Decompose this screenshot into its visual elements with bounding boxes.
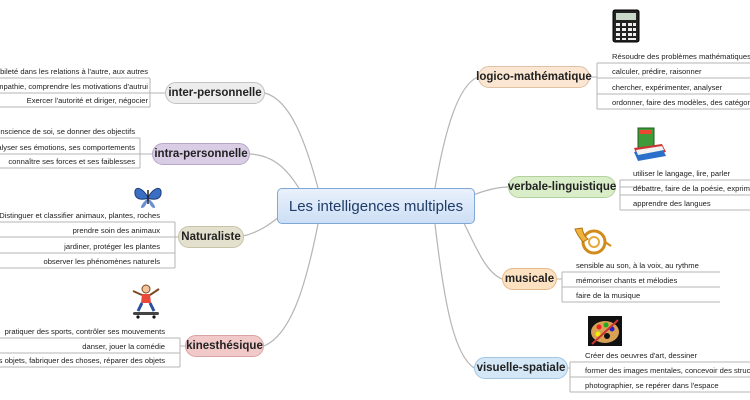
leaf-verbale-1[interactable]: utiliser le langage, lire, parler (633, 169, 731, 178)
books-icon (634, 127, 666, 161)
leaf-visuelle-3[interactable]: photographier, se repérer dans l'espace (585, 381, 719, 390)
topic-musicale[interactable]: musicale (502, 268, 557, 290)
french-horn-icon (574, 227, 612, 255)
topic-naturaliste[interactable]: Naturaliste (178, 226, 244, 248)
topic-kinesthesique[interactable]: kinesthésique (185, 335, 264, 357)
topic-intra-personnelle[interactable]: intra-personnelle (152, 143, 250, 165)
leaf-intra-2[interactable]: analyser ses émotions, ses comportements (0, 143, 135, 152)
leaf-inter-2[interactable]: Empathie, comprendre les motivations d'a… (0, 82, 148, 91)
central-topic[interactable]: Les intelligences multiples (277, 188, 475, 224)
link-kinesthesique (263, 223, 319, 347)
leaf-musicale-2[interactable]: mémoriser chants et mélodies (576, 276, 678, 285)
leaf-logico-1[interactable]: Résoudre des problèmes mathématiques (612, 52, 750, 61)
leaf-naturaliste-1[interactable]: Distinguer et classifier animaux, plante… (0, 211, 160, 220)
link-visuelle (434, 223, 475, 369)
skateboarder-icon (132, 284, 160, 319)
link-intra (249, 153, 301, 191)
leaf-naturaliste-2[interactable]: prendre soin des animaux (72, 226, 160, 235)
paint-palette-icon (588, 316, 622, 346)
leaf-verbale-2[interactable]: débattre, faire de la poésie, exprimer c (633, 184, 750, 193)
leaf-musicale-3[interactable]: faire de la musique (576, 291, 641, 300)
leaf-intra-3[interactable]: connaître ses forces et ses faiblesses (8, 157, 135, 166)
topic-inter-personnelle[interactable]: inter-personnelle (165, 82, 265, 104)
butterfly-icon (134, 187, 162, 208)
leaf-logico-3[interactable]: chercher, expérimenter, analyser (612, 83, 723, 92)
topic-verbale-linguistique[interactable]: verbale-linguistique (508, 176, 616, 198)
leaf-inter-1[interactable]: Habileté dans les relations à l'autre, a… (0, 67, 148, 76)
leaf-intra-1[interactable]: Conscience de soi, se donner des objecti… (0, 127, 135, 136)
leaf-logico-2[interactable]: calculer, prédire, raisonner (612, 67, 702, 76)
leaf-visuelle-2[interactable]: former des images mentales, concevoir de… (585, 366, 750, 375)
calculator-icon (612, 9, 640, 43)
leaf-naturaliste-4[interactable]: observer les phénomènes naturels (43, 257, 160, 266)
link-musicale (459, 214, 503, 280)
leaf-inter-3[interactable]: Exercer l'autorité et diriger, négocier (26, 96, 148, 105)
link-logico (434, 76, 479, 189)
leaf-logico-4[interactable]: ordonner, faire des modèles, des catégor… (612, 98, 750, 107)
leaf-kinesthesique-2[interactable]: danser, jouer la comédie (82, 342, 165, 351)
topic-visuelle-spatiale[interactable]: visuelle-spatiale (474, 357, 568, 379)
link-inter (264, 92, 319, 189)
leaf-naturaliste-3[interactable]: jardiner, protéger les plantes (64, 242, 160, 251)
leaf-verbale-3[interactable]: apprendre des langues (633, 199, 711, 208)
topic-logico-mathematique[interactable]: logico-mathématique (476, 66, 592, 88)
leaf-musicale-1[interactable]: sensible au son, à la voix, au rythme (576, 261, 699, 270)
leaf-kinesthesique-3[interactable]: r des objets, fabriquer des choses, répa… (0, 356, 165, 365)
leaf-kinesthesique-1[interactable]: pratiquer des sports, contrôler ses mouv… (4, 327, 165, 336)
leaf-visuelle-1[interactable]: Créer des oeuvres d'art, dessiner (585, 351, 698, 360)
